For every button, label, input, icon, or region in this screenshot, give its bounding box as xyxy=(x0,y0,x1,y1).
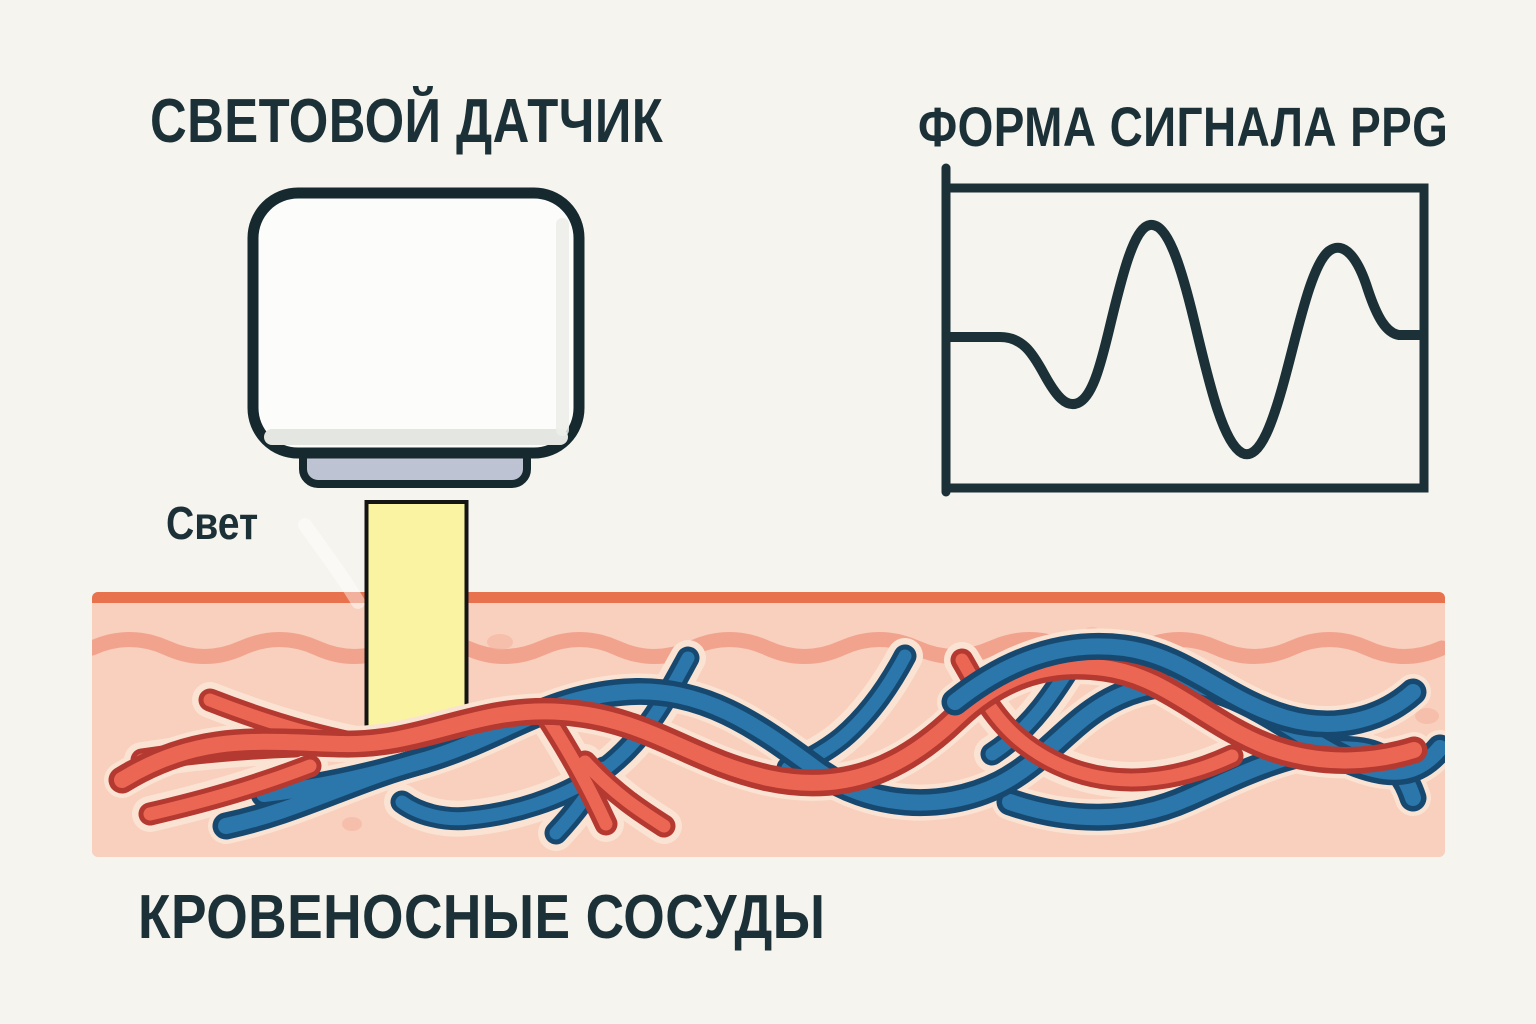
light-sensor xyxy=(247,187,585,488)
light-swoosh xyxy=(298,518,365,609)
vessels-title-label: КРОВЕНОСНЫЕ СОСУДЫ xyxy=(138,883,826,952)
light-label: Свет xyxy=(166,497,259,549)
waveform-title-label: ФОРМА СИГНАЛА PPG xyxy=(918,95,1449,158)
sensor-body-shading-bottom xyxy=(264,429,568,445)
ppg-waveform-line xyxy=(943,220,1427,460)
ppg-waveform-chart xyxy=(941,163,1429,497)
skin-surface-border xyxy=(92,592,1445,603)
sensor-title-label: СВЕТОВОЙ ДАТЧИК xyxy=(150,87,664,156)
sensor-body-shading-right xyxy=(556,218,569,436)
dermis-wavy-line xyxy=(92,632,1445,664)
sensor-body xyxy=(247,187,585,459)
